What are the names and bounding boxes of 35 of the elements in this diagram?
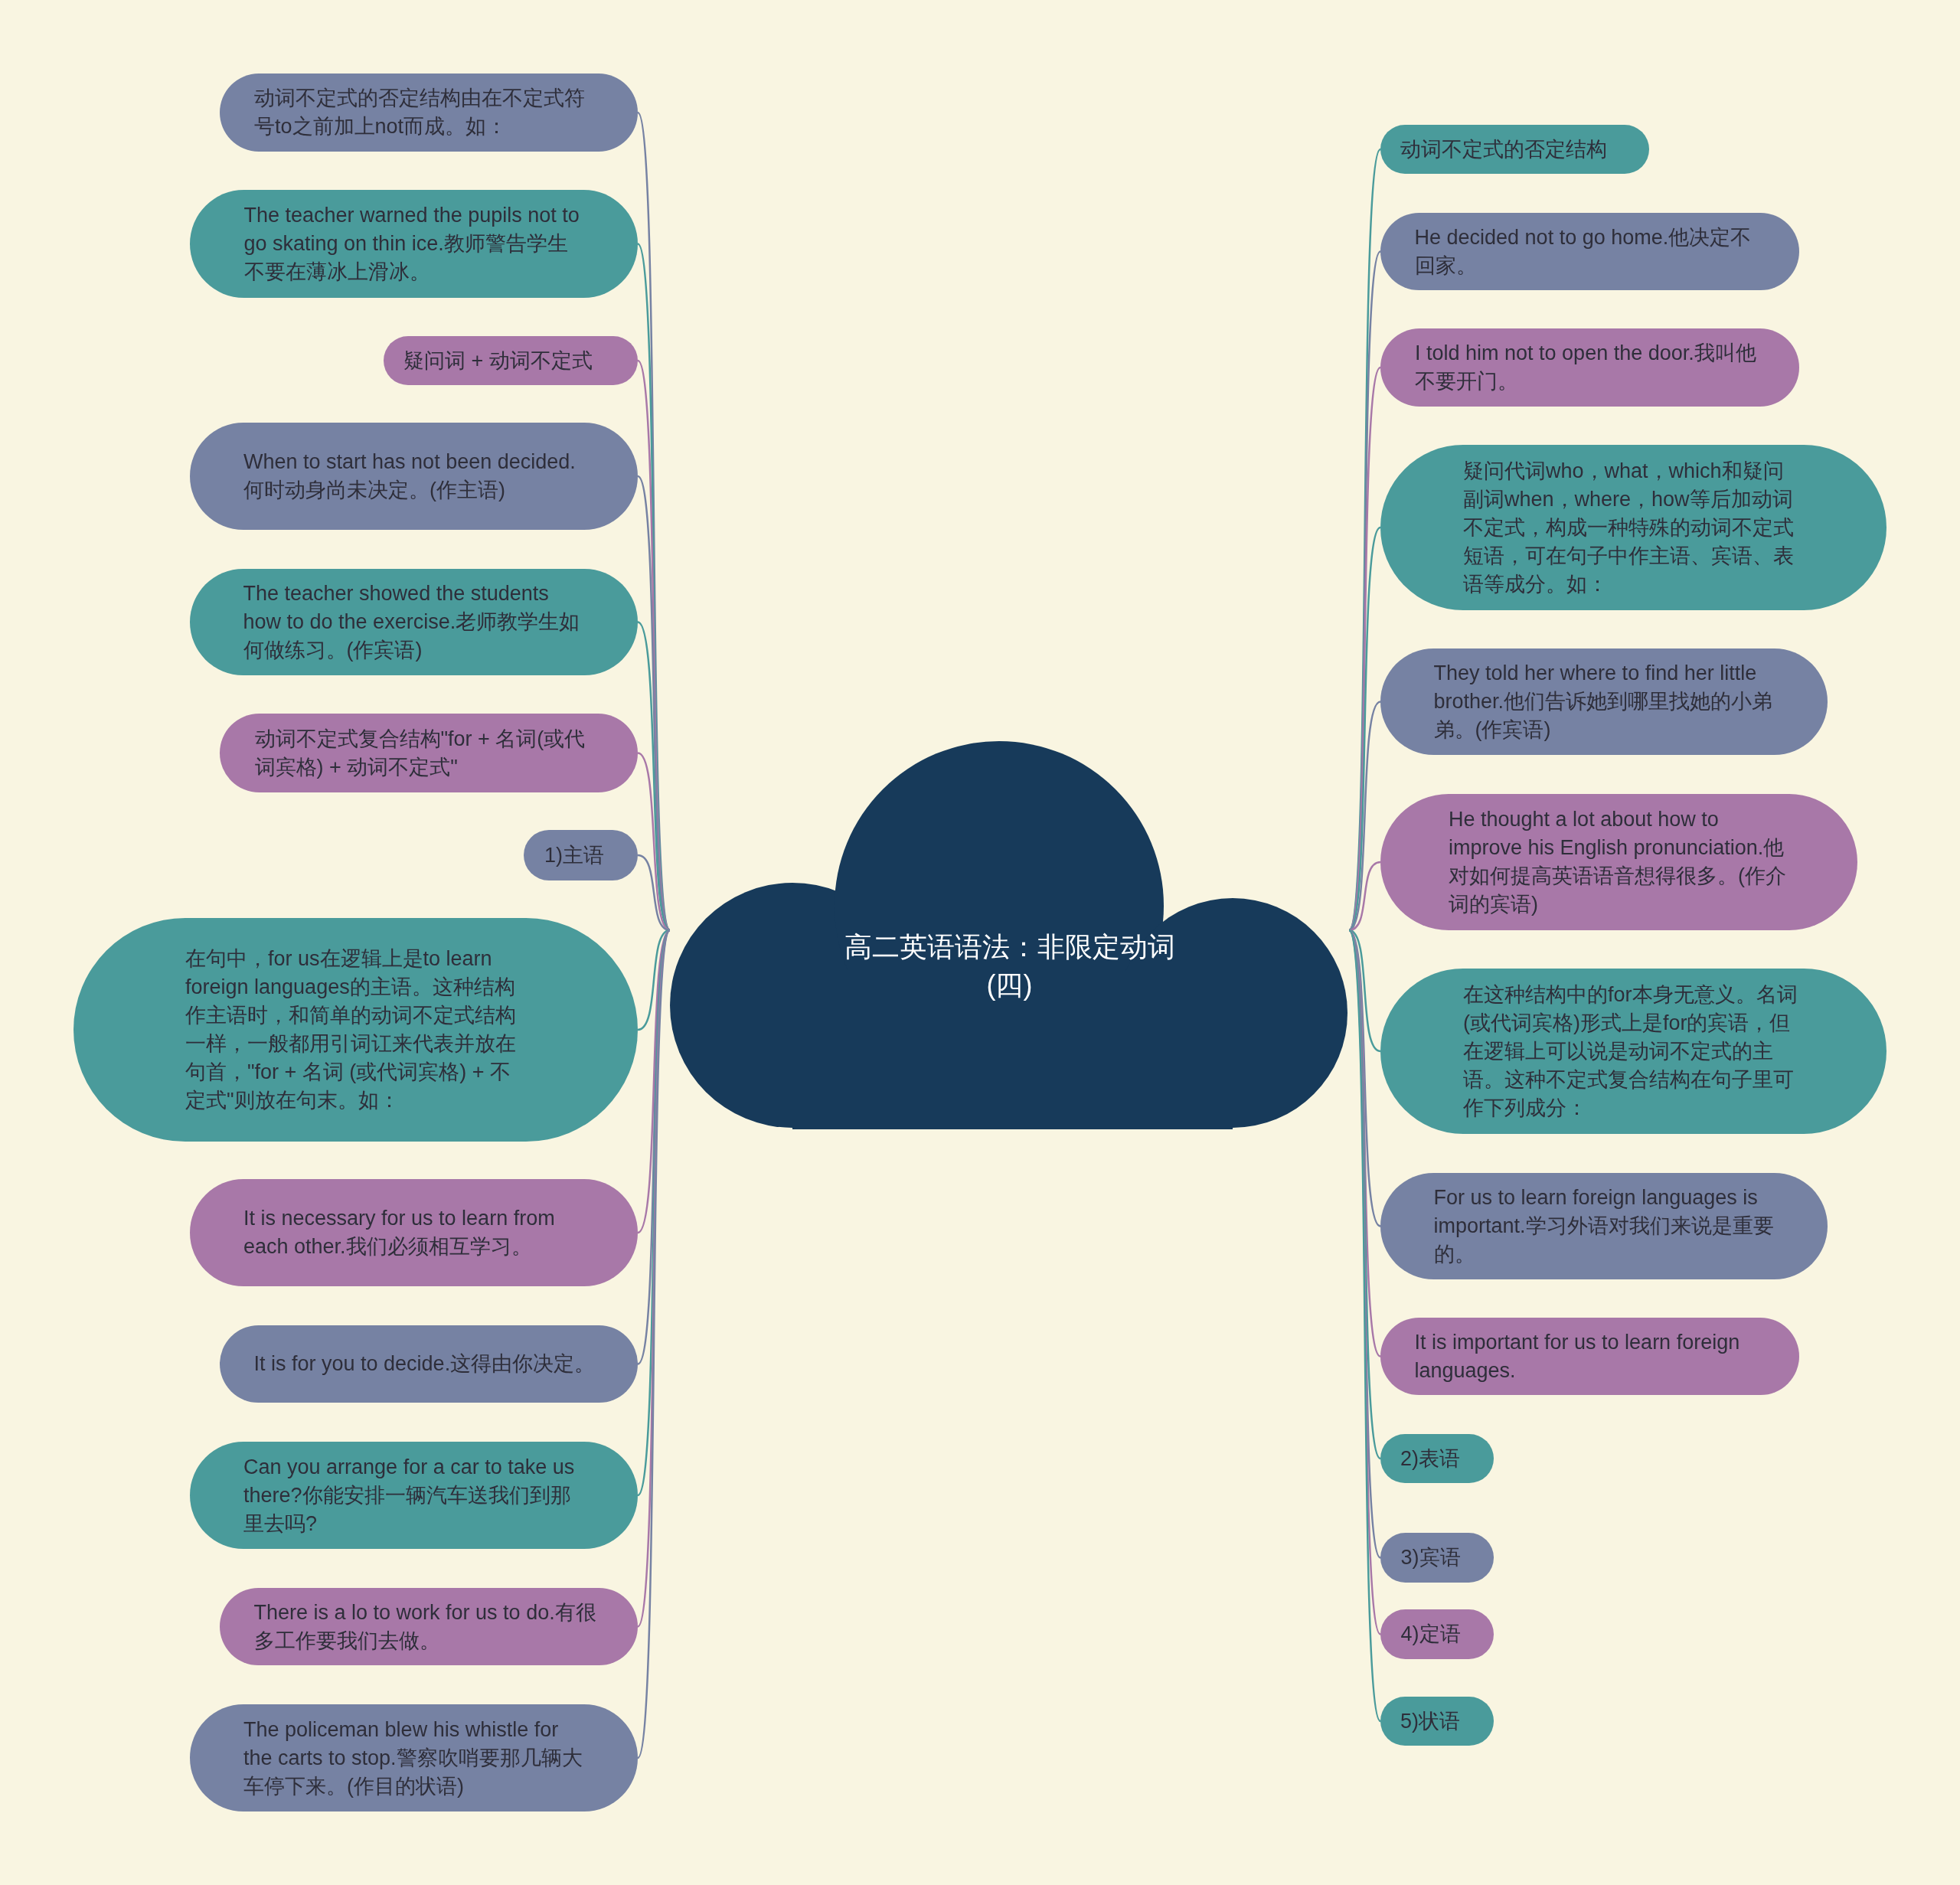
topic-pill: For us to learn foreign languages is important.学习外语对我们来说是重要的。 (1380, 1173, 1828, 1279)
topic-pill: It is for you to decide.这得由你决定。 (220, 1325, 638, 1403)
topic-pill: 3)宾语 (1380, 1533, 1494, 1583)
topic-pill: 动词不定式的否定结构 (1380, 125, 1649, 174)
connector-line (636, 243, 671, 931)
connector-line (637, 621, 671, 931)
connector-line (1348, 929, 1381, 1053)
topic-pill: 2)表语 (1380, 1434, 1494, 1483)
topic-pill: The teacher showed the students how to do the exercise.老师教学生如何做练习。(作宾语) (190, 569, 638, 675)
topic-pill: He decided not to go home.他决定不回家。 (1380, 213, 1799, 290)
topic-pill: The teacher warned the pupils not to go skating on thin ice.教师警告学生不要在薄冰上滑冰。 (190, 190, 638, 298)
topic-pill: 4)定语 (1380, 1609, 1494, 1659)
topic-pill: 疑问词 + 动词不定式 (384, 336, 638, 385)
topic-pill: It is important for us to learn foreign languages. (1380, 1318, 1799, 1395)
connector-line (637, 929, 671, 1031)
central-topic: 高二英语语法：非限定动词(四) (843, 929, 1176, 1002)
topic-pill: The policeman blew his whistle for the carts to stop.警察吹哨要那几辆大车停下来。(作目的状语) (190, 1704, 638, 1811)
connector-line (1348, 861, 1381, 932)
topic-pill: 5)状语 (1380, 1697, 1494, 1746)
connector-line (637, 854, 671, 932)
topic-pill: It is necessary for us to learn from each other.我们必须相互学习。 (190, 1179, 638, 1286)
connector-line (636, 929, 671, 1759)
topic-pill: 动词不定式复合结构"for + 名词(或代词宾格) + 动词不定式" (220, 714, 638, 792)
topic-pill: 在这种结构中的for本身无意义。名词(或代词宾格)形式上是for的宾语，但在逻辑上可以说是动词不定式的主语。这种不定式复合结构在句子里可作下列成分： (1380, 969, 1886, 1134)
topic-pill: When to start has not been decided.何时动身尚未决定。(作主语) (190, 423, 638, 530)
topic-pill: 疑问代词who，what，which和疑问副词when，where，how等后加动词不定式，构成一种特殊的动词不定式短语，可在句子中作主语、宾语、表语等成分。如： (1380, 445, 1886, 610)
connector-line (1348, 701, 1381, 931)
topic-pill: There is a lo to work for us to do.有很多工作要我们去做。 (220, 1588, 638, 1665)
topic-pill: Can you arrange for a car to take us there?你能安排一辆汽车送我们到那里去吗? (190, 1442, 638, 1549)
topic-pill: I told him not to open the door.我叫他不要开门。 (1380, 328, 1799, 407)
topic-pill: They told her where to find her little brother.他们告诉她到哪里找她的小弟弟。(作宾语) (1380, 648, 1828, 755)
topic-pill: 在句中，for us在逻辑上是to learn foreign languages的主语。这种结构作主语时，和简单的动词不定式结构一样，一般都用引词讧来代表并放在句首，"for + 名词 (或代词宾格) + 不定式"则放在句末。如： (74, 918, 638, 1142)
topic-pill: 动词不定式的否定结构由在不定式符号to之前加上not而成。如： (220, 74, 638, 152)
topic-pill: 1)主语 (524, 830, 638, 880)
topic-pill: He thought a lot about how to improve his English pronunciation.他对如何提高英语语音想得很多。(作介词的宾语) (1380, 794, 1857, 930)
